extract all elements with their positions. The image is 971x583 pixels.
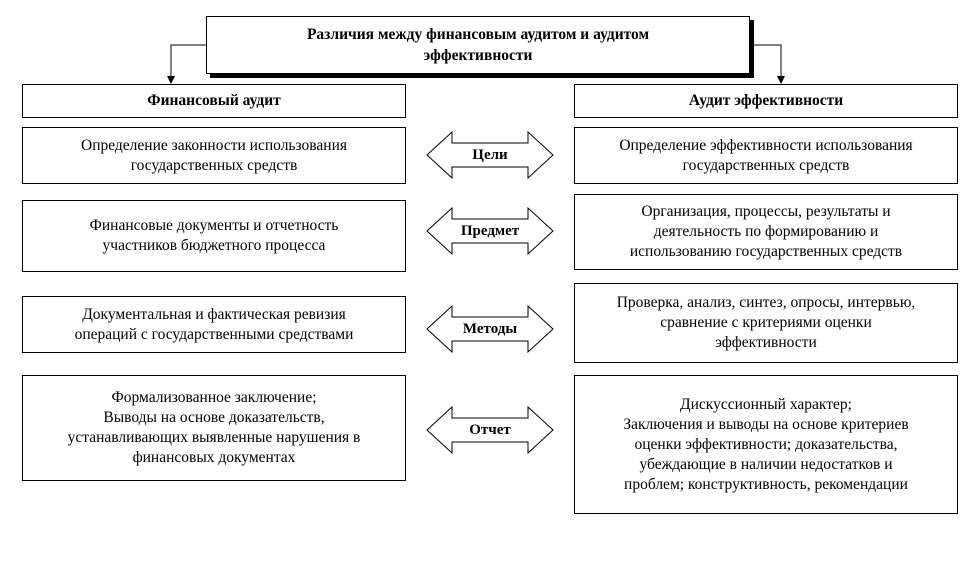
arrow-label-methods: Методы: [462, 320, 518, 337]
right-cell-methods: Проверка, анализ, синтез, опросы, интерв…: [574, 283, 958, 363]
arrow-label-goals: Цели: [472, 146, 508, 163]
left-cell-subject: Финансовые документы и отчетность участн…: [22, 200, 406, 272]
arrow-label-report: Отчет: [469, 421, 511, 438]
double-arrow-goals: Цели: [425, 129, 555, 181]
double-arrow-methods: Методы: [425, 303, 555, 355]
connector-left-arrowhead: [167, 76, 175, 84]
left-column-header: Финансовый аудит: [22, 84, 406, 118]
left-cell-goals: Определение законности использования гос…: [22, 127, 406, 184]
left-cell-methods: Документальная и фактическая ревизия опе…: [22, 296, 406, 353]
left-cell-report: Формализованное заключение; Выводы на ос…: [22, 375, 406, 481]
double-arrow-report: Отчет: [425, 404, 555, 456]
double-arrow-subject: Предмет: [425, 205, 555, 257]
arrow-label-subject: Предмет: [460, 222, 520, 239]
connector-right-arrowhead: [777, 76, 785, 84]
right-cell-goals: Определение эффективности использования …: [574, 127, 958, 184]
right-cell-report: Дискуссионный характер; Заключения и выв…: [574, 375, 958, 514]
right-cell-subject: Организация, процессы, результаты и деят…: [574, 194, 958, 270]
connector-left: [170, 44, 206, 80]
right-column-header: Аудит эффективности: [574, 84, 958, 118]
connector-right: [750, 44, 782, 80]
diagram-title: Различия между финансовым аудитом и ауди…: [206, 16, 750, 74]
